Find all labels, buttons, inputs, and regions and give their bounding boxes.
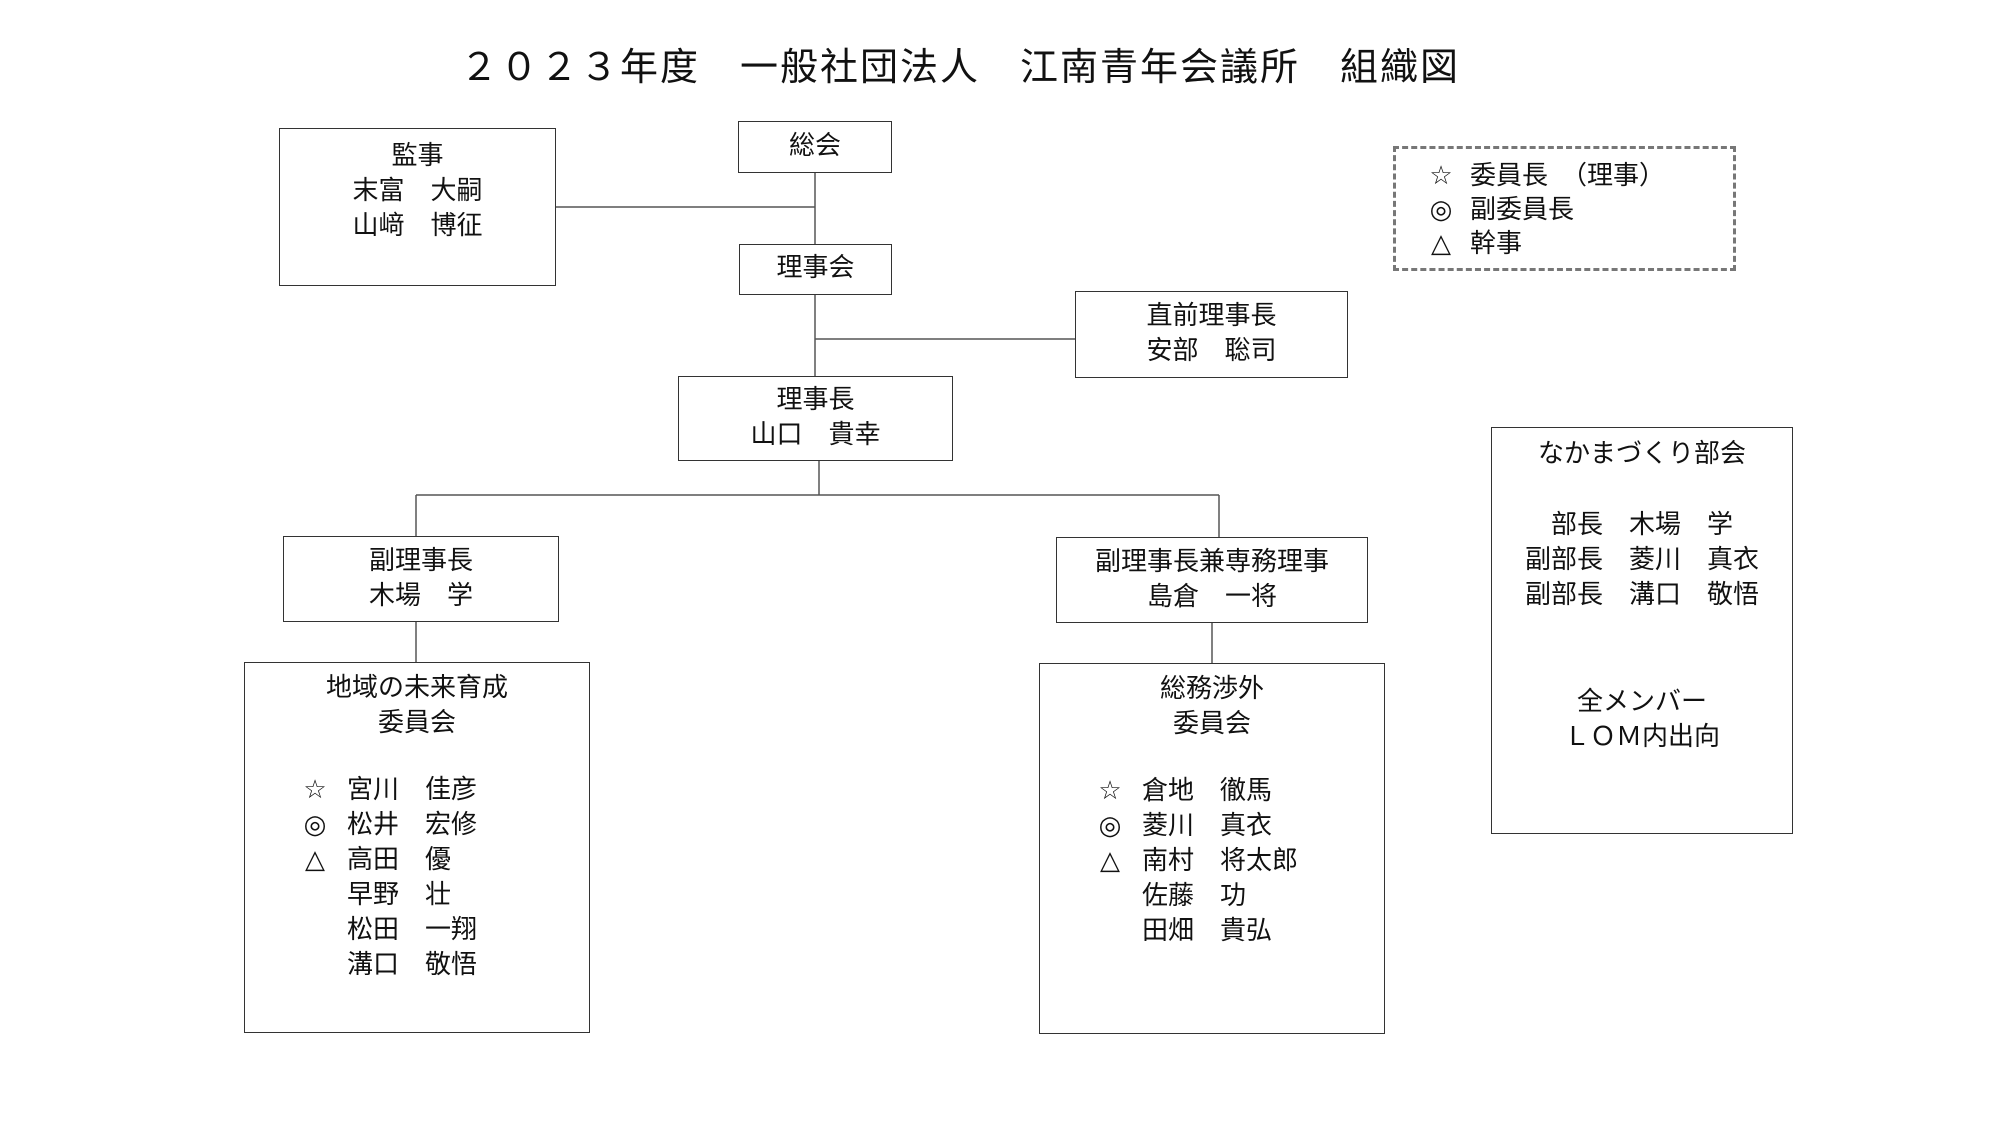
division-roles: 部長 木場 学 副部長 菱川 真衣 副部長 溝口 敬悟 [1492, 508, 1792, 613]
member-name: 松田 一翔 [347, 915, 478, 945]
legend-item: △ 幹事 [1412, 227, 1733, 261]
member-name: 南村 将太郎 [1142, 846, 1299, 876]
general-assembly-box: 総会 [738, 121, 892, 173]
past-president-title: 直前理事長 [1146, 301, 1277, 331]
legend-label: 副委員長 [1470, 195, 1575, 225]
division-role: 副部長 菱川 真衣 [1524, 545, 1759, 575]
committee-member-list: ☆ 宮川 佳彦 ◎ 松井 宏修 △ 高田 優 早野 壮 松田 一翔 溝口 敬悟 [245, 773, 589, 983]
executive-director-name: 島倉 一将 [1146, 582, 1277, 612]
legend-item: ◎ 副委員長 [1412, 193, 1733, 227]
past-president-box: 直前理事長 安部 聡司 [1075, 291, 1348, 378]
legend-label: 委員長 （理事） [1470, 161, 1666, 191]
division-note: 全メンバー ＬＯＭ内出向 [1492, 685, 1792, 755]
list-item: 溝口 敬悟 [283, 948, 589, 983]
general-affairs-committee-box: 総務渉外 委員会 ☆ 倉地 徹馬 ◎ 菱川 真衣 △ 南村 将太郎 佐藤 功 田畑 貴… [1039, 663, 1385, 1034]
list-item: ☆ 宮川 佳彦 [283, 773, 589, 808]
auditors-title: 監事 [391, 141, 444, 171]
member-name: 田畑 貴弘 [1142, 916, 1273, 946]
list-item: △ 南村 将太郎 [1078, 844, 1384, 879]
auditors-box: 監事 末富 大嗣 山﨑 博征 [279, 128, 556, 286]
division-note-line: 全メンバー [1576, 687, 1707, 717]
legend-box: ☆ 委員長 （理事） ◎ 副委員長 △ 幹事 [1393, 146, 1736, 271]
nakama-division-box: なかまづくり部会 部長 木場 学 副部長 菱川 真衣 副部長 溝口 敬悟 全メン… [1491, 427, 1793, 834]
auditor-name: 末富 大嗣 [352, 176, 483, 206]
committee-title: 地域の未来育成 [325, 673, 508, 703]
list-item: 田畑 貴弘 [1078, 914, 1384, 949]
division-note-line: ＬＯＭ内出向 [1563, 722, 1720, 752]
member-name: 宮川 佳彦 [347, 775, 478, 805]
list-item: 早野 壮 [283, 878, 589, 913]
division-role: 部長 木場 学 [1550, 510, 1733, 540]
vice-president-name: 木場 学 [368, 581, 473, 611]
role-symbol: ☆ [1098, 776, 1122, 806]
president-name: 山口 貴幸 [750, 420, 881, 450]
committee-title: 委員会 [1172, 709, 1251, 739]
committee-title: 総務渉外 [1159, 674, 1264, 704]
vice-president-box: 副理事長 木場 学 [283, 536, 559, 622]
president-title: 理事長 [776, 385, 855, 415]
member-name: 佐藤 功 [1142, 881, 1247, 911]
member-name: 溝口 敬悟 [347, 950, 478, 980]
legend-item: ☆ 委員長 （理事） [1412, 159, 1733, 193]
member-name: 倉地 徹馬 [1142, 776, 1273, 806]
list-item: ☆ 倉地 徹馬 [1078, 774, 1384, 809]
executive-director-box: 副理事長兼専務理事 島倉 一将 [1056, 537, 1368, 623]
division-role: 副部長 溝口 敬悟 [1524, 580, 1759, 610]
role-symbol: ◎ [303, 810, 327, 840]
role-symbol: △ [1100, 846, 1120, 876]
list-item: 松田 一翔 [283, 913, 589, 948]
role-symbol: ☆ [303, 775, 327, 805]
auditor-name: 山﨑 博征 [352, 211, 483, 241]
board-box: 理事会 [739, 244, 892, 295]
list-item: ◎ 菱川 真衣 [1078, 809, 1384, 844]
general-assembly-title: 総会 [788, 131, 841, 161]
chart-title: ２０２３年度 一般社団法人 江南青年会議所 組織図 [459, 45, 1460, 89]
member-name: 早野 壮 [347, 880, 452, 910]
president-box: 理事長 山口 貴幸 [678, 376, 953, 461]
member-name: 菱川 真衣 [1142, 811, 1273, 841]
legend-symbol: △ [1431, 229, 1451, 259]
committee-member-list: ☆ 倉地 徹馬 ◎ 菱川 真衣 △ 南村 将太郎 佐藤 功 田畑 貴弘 [1040, 774, 1384, 949]
role-symbol: ◎ [1098, 811, 1122, 841]
legend-symbol: ◎ [1429, 195, 1453, 225]
role-symbol: △ [305, 845, 325, 875]
committee-title: 委員会 [377, 708, 456, 738]
executive-director-title: 副理事長兼専務理事 [1094, 547, 1329, 577]
division-title: なかまづくり部会 [1537, 439, 1746, 469]
list-item: ◎ 松井 宏修 [283, 808, 589, 843]
vice-president-title: 副理事長 [368, 546, 473, 576]
member-name: 高田 優 [347, 845, 452, 875]
regional-future-committee-box: 地域の未来育成 委員会 ☆ 宮川 佳彦 ◎ 松井 宏修 △ 高田 優 早野 壮 松田 … [244, 662, 590, 1033]
past-president-name: 安部 聡司 [1146, 336, 1277, 366]
board-title: 理事会 [776, 253, 855, 283]
member-name: 松井 宏修 [347, 810, 478, 840]
list-item: △ 高田 優 [283, 843, 589, 878]
legend-label: 幹事 [1470, 229, 1523, 259]
legend-symbol: ☆ [1429, 161, 1453, 191]
list-item: 佐藤 功 [1078, 879, 1384, 914]
